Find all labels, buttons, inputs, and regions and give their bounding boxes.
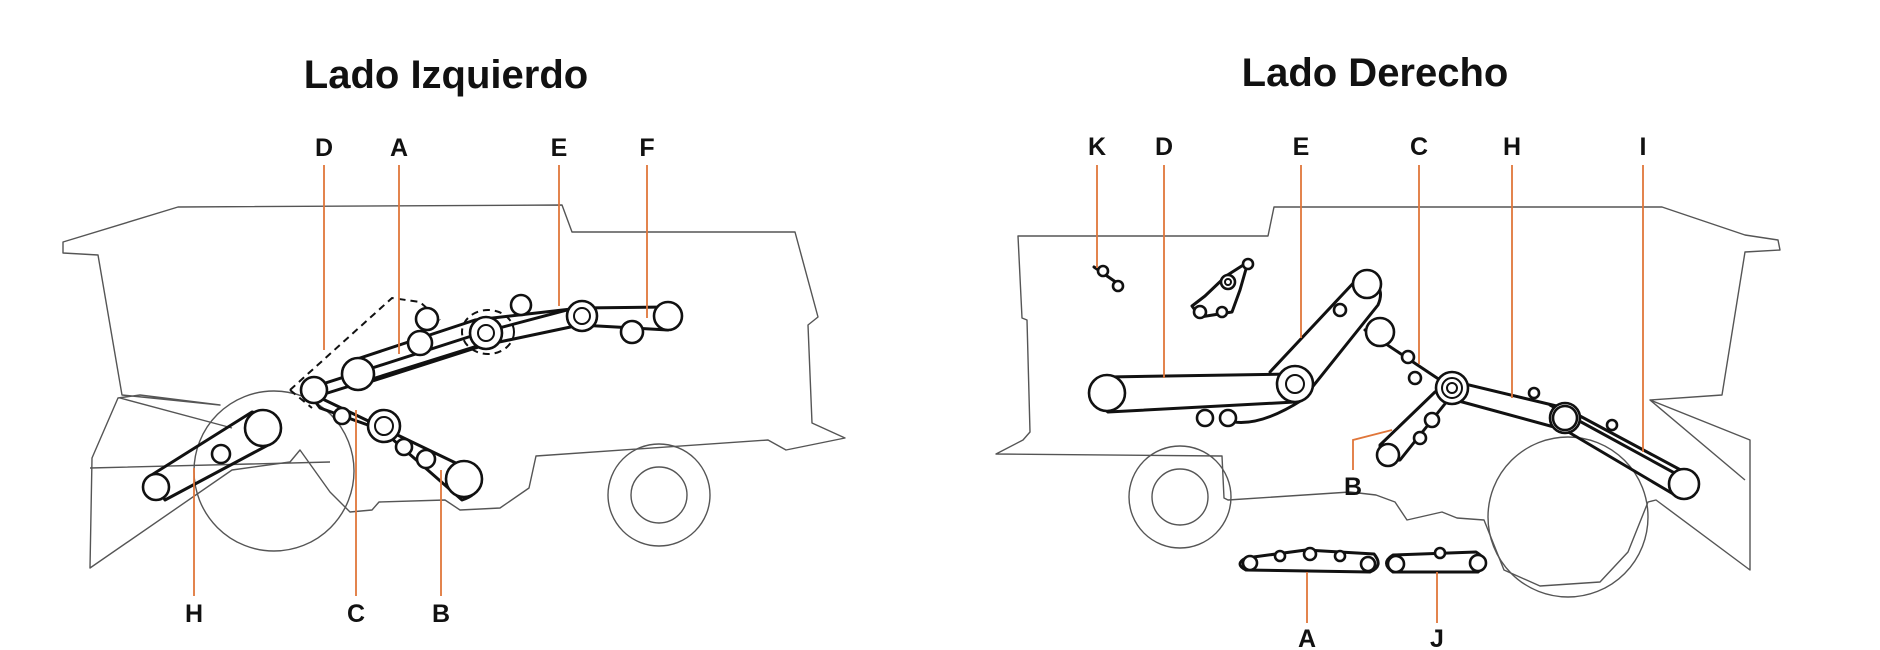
left-pulley [414, 306, 440, 332]
left-pulley [210, 443, 232, 465]
left-pulley [619, 319, 645, 345]
left-pulley [652, 300, 684, 332]
right-pulley [1351, 268, 1383, 300]
right-pulley [1215, 305, 1229, 319]
right-belt-d [1095, 372, 1307, 414]
left-pulley-hub [374, 416, 394, 436]
left-side-view: Lado Izquierdo [62, 53, 846, 628]
right-pulley [1551, 404, 1579, 432]
right-pulleys [1087, 257, 1701, 574]
left-belt-d-dashed [289, 296, 441, 409]
right-pulley [1302, 546, 1318, 562]
right-label-a: A [1298, 625, 1316, 650]
left-pulley [394, 437, 414, 457]
left-belt-a [346, 305, 678, 387]
right-machine-outline [995, 206, 1781, 587]
left-label-e: E [551, 134, 568, 162]
left-label-a: A [390, 134, 408, 162]
right-pulley [1111, 279, 1125, 293]
right-pulley [1275, 364, 1315, 404]
right-label-b: B [1344, 473, 1362, 501]
left-pulley [332, 406, 352, 426]
right-rear-wheel-inner [1151, 468, 1209, 526]
left-pulley [141, 472, 171, 502]
left-pulley [565, 299, 599, 333]
left-label-f: F [639, 134, 654, 162]
right-pulley [1400, 349, 1416, 365]
left-pulley-hub [477, 324, 495, 342]
right-belt-module [1190, 260, 1250, 319]
right-pulley [1364, 316, 1396, 348]
right-pulley [1096, 264, 1110, 278]
right-header-inlet [1649, 399, 1746, 481]
right-pulley [1433, 546, 1447, 560]
right-pulley [1192, 304, 1208, 320]
right-pulley [1195, 408, 1215, 428]
right-pulley [1332, 302, 1348, 318]
right-pulley [1527, 386, 1541, 400]
right-pulley [1375, 442, 1401, 468]
left-pulley [299, 375, 329, 405]
right-pulley [1434, 370, 1470, 406]
right-pulley-hub [1224, 278, 1232, 286]
right-pulley [1423, 411, 1441, 429]
right-label-d: D [1155, 133, 1173, 161]
left-title: Lado Izquierdo [304, 53, 588, 97]
left-rear-wheel-inner [630, 466, 688, 524]
right-pulley [1412, 430, 1428, 446]
left-pulley [468, 315, 504, 351]
right-pulley [1407, 370, 1423, 386]
left-belts [148, 296, 678, 502]
left-pulley [444, 459, 484, 499]
left-pulley [366, 408, 402, 444]
left-pulley [415, 448, 437, 470]
right-pulley [1468, 553, 1488, 573]
right-side-view: Lado Derecho [995, 51, 1781, 650]
left-pulley [340, 356, 376, 392]
right-front-wheel [1487, 436, 1649, 598]
right-belts [1092, 260, 1698, 574]
right-leader-b [1352, 429, 1393, 470]
right-pulley [1241, 257, 1255, 271]
left-pulley [243, 408, 283, 448]
left-rear-wheel-outer [607, 443, 711, 547]
left-label-h: H [185, 600, 203, 628]
right-pulley-hub [1441, 377, 1463, 399]
left-pulley [509, 293, 533, 317]
right-pulley [1087, 373, 1127, 413]
left-pulley [406, 329, 434, 357]
right-rear-wheel-outer [1128, 445, 1232, 549]
right-pulley [1605, 418, 1619, 432]
left-label-d: D [315, 134, 333, 162]
right-pulley [1386, 554, 1406, 574]
left-pulley-hub [573, 307, 591, 325]
left-pulleys [141, 293, 684, 502]
right-pulley [1273, 549, 1287, 563]
right-label-h: H [1503, 133, 1521, 161]
left-callouts: D A E F H C B [185, 134, 655, 628]
right-label-e: E [1293, 133, 1310, 161]
right-label-i: I [1640, 133, 1647, 161]
left-belt-dashed-ring [461, 309, 515, 355]
right-pulley [1667, 467, 1701, 501]
right-label-c: C [1410, 133, 1428, 161]
left-label-c: C [347, 600, 365, 628]
right-belt-h [1438, 376, 1698, 500]
right-pulley-hub [1285, 374, 1305, 394]
right-callouts: K D E C H I B A J [1088, 133, 1647, 650]
right-label-k: K [1088, 133, 1106, 161]
right-pulley [1218, 408, 1238, 428]
right-pulley [1219, 273, 1237, 291]
right-pulley [1241, 554, 1259, 572]
left-label-b: B [432, 600, 450, 628]
right-pulley-hub [1446, 382, 1458, 394]
right-label-j: J [1430, 625, 1444, 650]
right-pulley [1333, 549, 1347, 563]
right-pulley [1359, 555, 1377, 573]
left-machine-outline [62, 204, 846, 569]
right-title: Lado Derecho [1242, 51, 1509, 95]
left-header-inlet [89, 397, 331, 469]
